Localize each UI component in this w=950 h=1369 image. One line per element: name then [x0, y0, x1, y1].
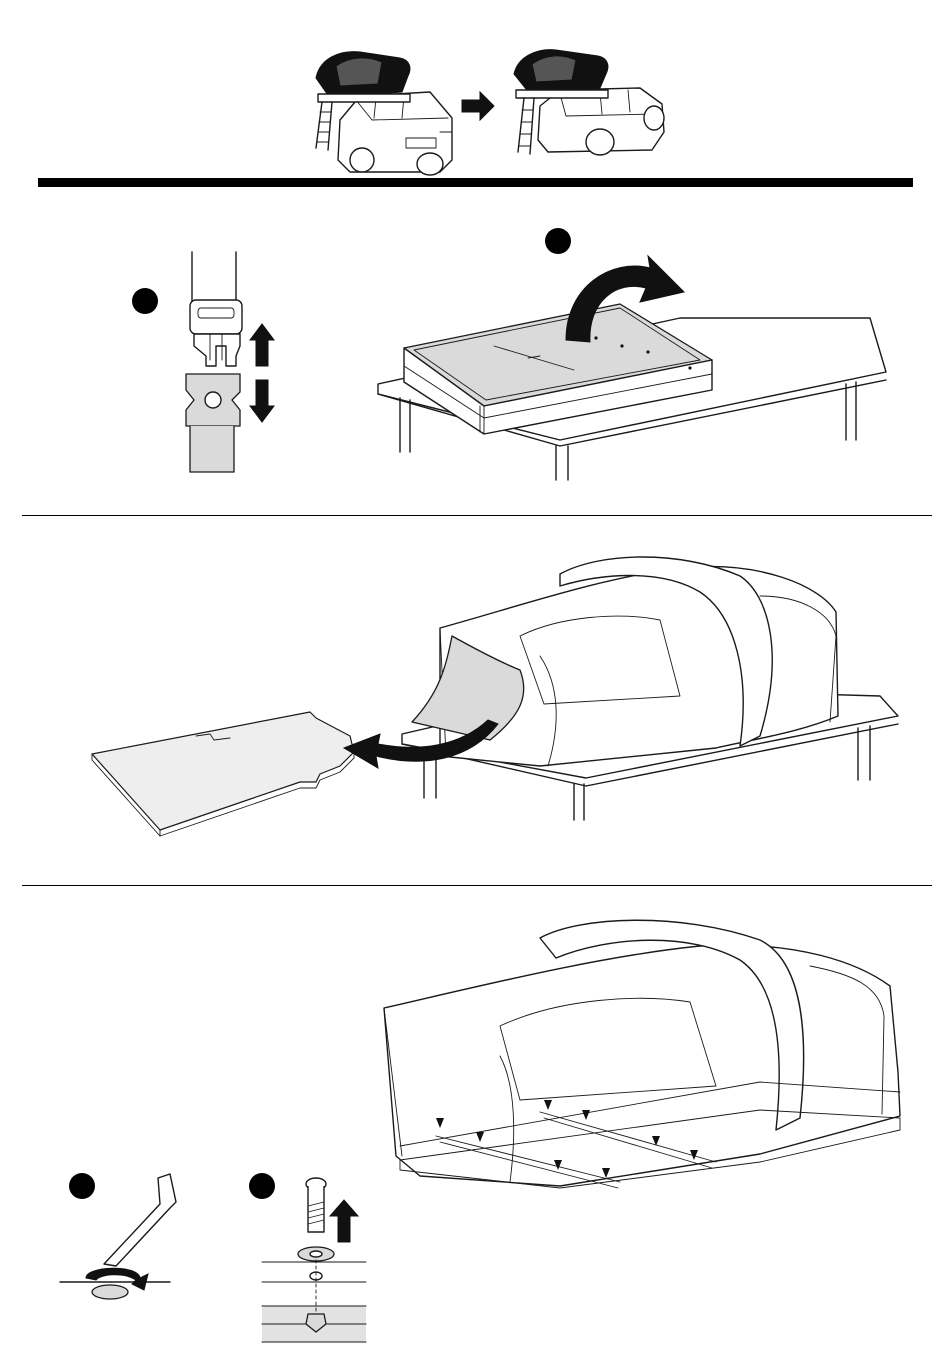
arrow-down-icon: [250, 380, 274, 422]
header-divider: [38, 178, 913, 187]
bolt-assembly-illustration: [262, 1178, 366, 1342]
header-panel: [0, 0, 950, 200]
step-callout-dot: [69, 1173, 95, 1199]
step-3-panel: [0, 886, 950, 1369]
table-with-closed-tent: [378, 304, 886, 480]
car-with-tent-front: [316, 52, 452, 175]
car-with-tent-rear: [514, 50, 664, 155]
arrow-up-icon: [250, 324, 274, 366]
strap-buckle-illustration: [186, 252, 242, 472]
arrow-up-icon: [330, 1200, 358, 1242]
step-2-panel: [0, 516, 950, 885]
step-callout-dot: [132, 288, 158, 314]
step-callout-dot: [545, 228, 571, 254]
floor-panel: [92, 712, 354, 830]
step-callout-dot: [249, 1173, 275, 1199]
arrow-right-icon: [462, 92, 494, 120]
open-tent-bolts-illustration: [384, 920, 900, 1188]
step-1-panel: [0, 200, 950, 516]
